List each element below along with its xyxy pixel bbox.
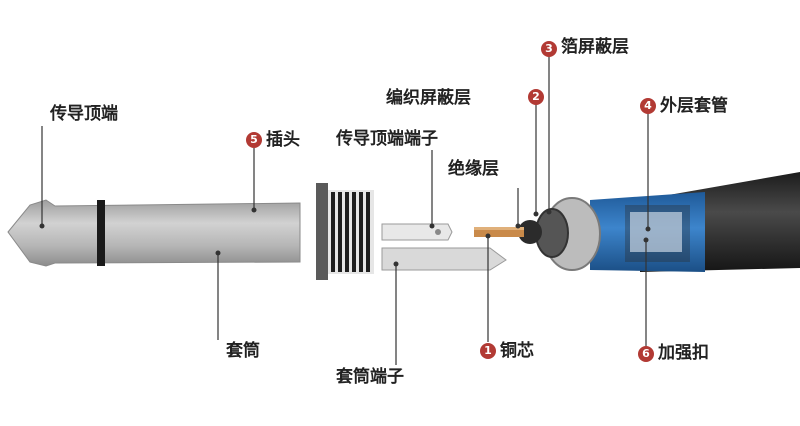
- label-tip: 传导顶端: [50, 104, 118, 124]
- badge-outer-jacket: 4: [640, 98, 656, 114]
- badge-braid-shield: 2: [528, 89, 544, 105]
- label-strain-relief: 加强扣: [658, 343, 709, 363]
- insulating-ring: [97, 200, 105, 266]
- label-braid-shield: 编织屏蔽层: [386, 88, 471, 108]
- badge-strain-relief: 6: [638, 346, 654, 362]
- label-insulation: 绝缘层: [448, 159, 499, 179]
- label-outer-jacket: 外层套管: [660, 96, 728, 116]
- badge-foil-shield: 3: [541, 41, 557, 57]
- label-copper-core: 铜芯: [500, 341, 534, 361]
- label-plug: 插头: [266, 130, 300, 150]
- badge-copper-core: 1: [480, 343, 496, 359]
- label-sleeve: 套筒: [226, 341, 260, 361]
- flange: [316, 183, 328, 280]
- label-foil-shield: 箔屏蔽层: [561, 37, 629, 57]
- tip-terminal-shape: [382, 224, 452, 240]
- label-tip-terminal: 传导顶端端子: [336, 129, 438, 149]
- badge-plug: 5: [246, 132, 262, 148]
- label-sleeve-terminal: 套筒端子: [336, 367, 404, 387]
